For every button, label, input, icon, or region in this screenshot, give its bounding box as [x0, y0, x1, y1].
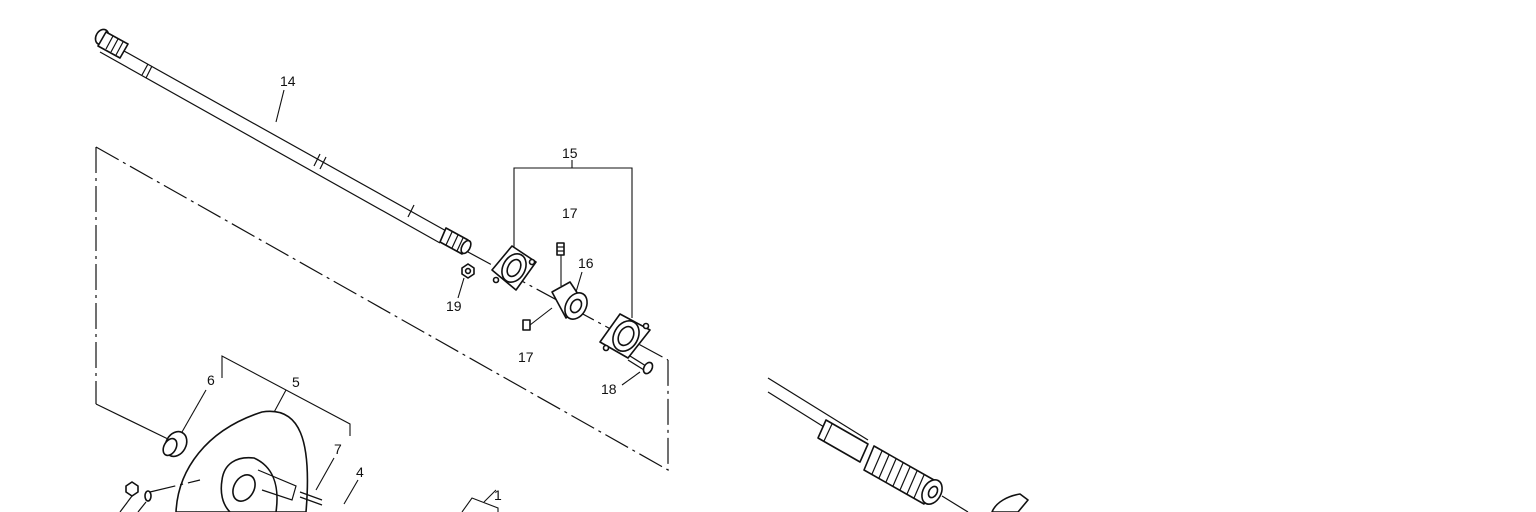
spacer [162, 389, 207, 458]
splined-shaft-end [863, 445, 943, 505]
callout-7: 7 [334, 441, 342, 457]
small-bolt [119, 481, 152, 512]
bearing-flange-left [491, 245, 537, 291]
left-exploded-view: 14 15 17 16 19 17 18 6 5 7 4 1 [94, 28, 669, 512]
set-screw-upper [556, 242, 565, 286]
callout-4: 4 [356, 464, 364, 480]
bearing [551, 281, 588, 320]
leader-14 [275, 89, 285, 123]
flange-bolt [627, 355, 654, 375]
callout-15: 15 [562, 145, 578, 161]
callout-19: 19 [446, 298, 462, 314]
partial-component [991, 493, 1029, 512]
callout-17-upper: 17 [562, 205, 578, 221]
leader-18 [621, 371, 641, 386]
flange-nut [461, 263, 475, 279]
leader-19 [457, 277, 465, 299]
callout-17-lower: 17 [518, 349, 534, 365]
leader-16 [575, 271, 583, 293]
bracket-15 [513, 167, 633, 318]
leader-4 [343, 479, 359, 505]
bracket-1 [461, 497, 499, 512]
callout-18: 18 [601, 381, 617, 397]
callout-14: 14 [280, 73, 296, 89]
right-detail-view [767, 377, 1029, 512]
pulley-sheave [149, 410, 309, 512]
drive-shaft [94, 28, 472, 255]
assembly-outline [95, 146, 669, 472]
bearing-flange-right [599, 313, 651, 359]
callout-1: 1 [494, 487, 502, 503]
callout-5: 5 [292, 374, 300, 390]
pin [299, 457, 335, 506]
callout-6: 6 [207, 372, 215, 388]
callout-16: 16 [578, 255, 594, 271]
set-screw-lower [522, 307, 553, 331]
